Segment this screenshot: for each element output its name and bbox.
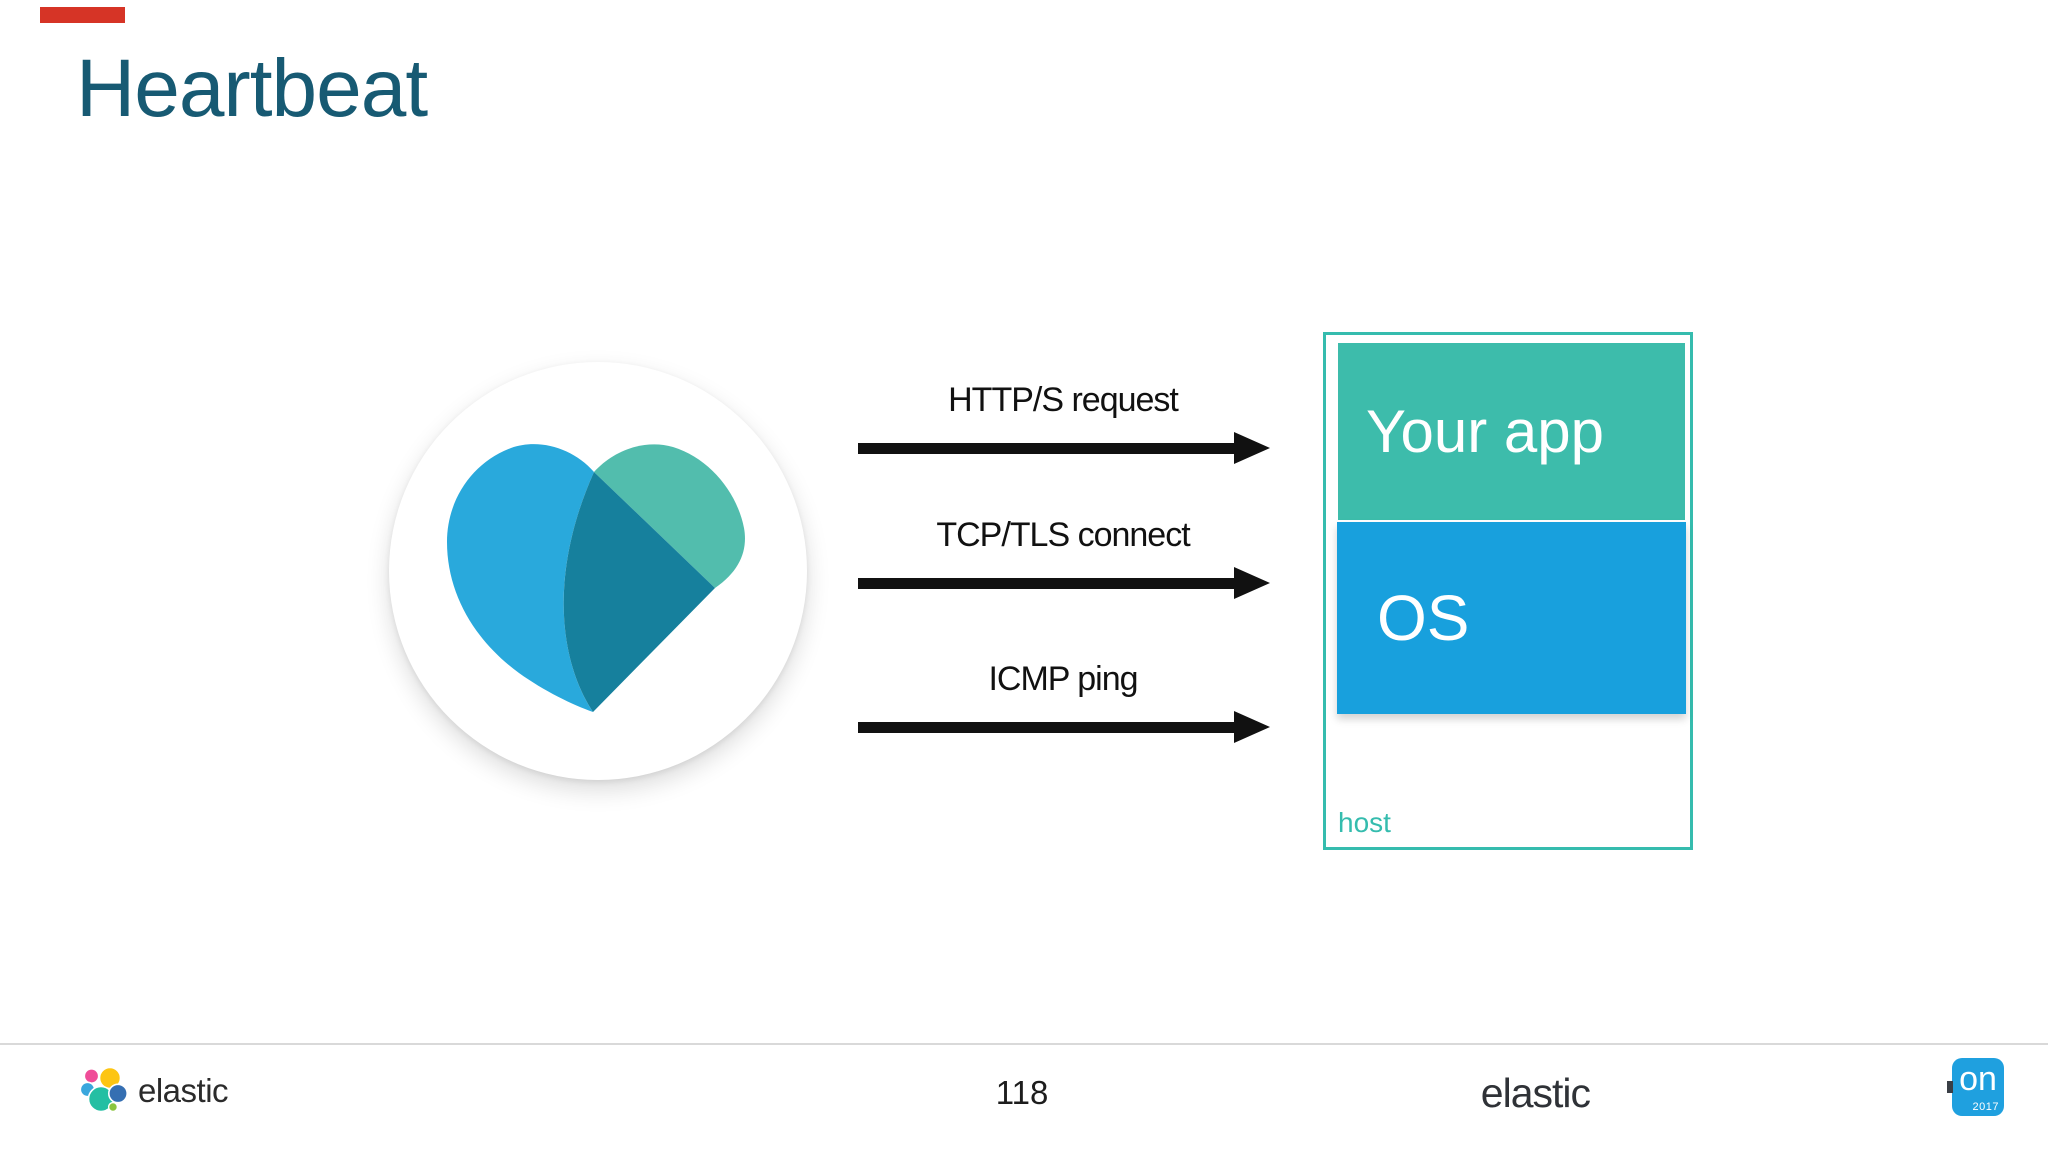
elastic-wordmark: elastic	[138, 1072, 229, 1109]
host-box: Your app OS host	[1323, 332, 1693, 850]
red-marker-bar	[40, 7, 125, 23]
elasticon-on-badge: on 2017	[1947, 1058, 2004, 1116]
elasticon-brace-tab	[1947, 1081, 1953, 1093]
os-label: OS	[1377, 582, 1470, 654]
heartbeat-logo-circle	[389, 362, 807, 780]
elasticon-wordmark: elastic	[1480, 1070, 1591, 1116]
heartbeat-heart-icon	[447, 444, 745, 712]
arrow-head-icon	[1234, 432, 1270, 464]
host-label: host	[1338, 807, 1391, 838]
arrow-icmp	[858, 711, 1270, 743]
arrow-http	[858, 432, 1270, 464]
elasticon-year: 2017	[1972, 1101, 1999, 1113]
your-app-box: Your app	[1338, 343, 1685, 520]
arrow-head-icon	[1234, 567, 1270, 599]
arrow-tcp	[858, 567, 1270, 599]
arrow-shaft	[858, 577, 1236, 589]
your-app-label: Your app	[1366, 398, 1605, 465]
elasticon-on-label: on	[1959, 1060, 1997, 1098]
arrow-head-icon	[1234, 711, 1270, 743]
arrow-shaft	[858, 442, 1236, 454]
arrow-label-http: HTTP/S request	[948, 381, 1179, 419]
arrow-label-tcp: TCP/TLS connect	[936, 516, 1190, 554]
page-number: 118	[995, 1074, 1049, 1111]
slide-title: Heartbeat	[76, 43, 428, 134]
arrow-shaft	[858, 721, 1236, 733]
elastic-logo-icon	[80, 1066, 128, 1113]
os-box: OS	[1337, 522, 1686, 714]
footer-divider	[0, 1043, 2048, 1045]
arrow-label-icmp: ICMP ping	[988, 660, 1138, 698]
